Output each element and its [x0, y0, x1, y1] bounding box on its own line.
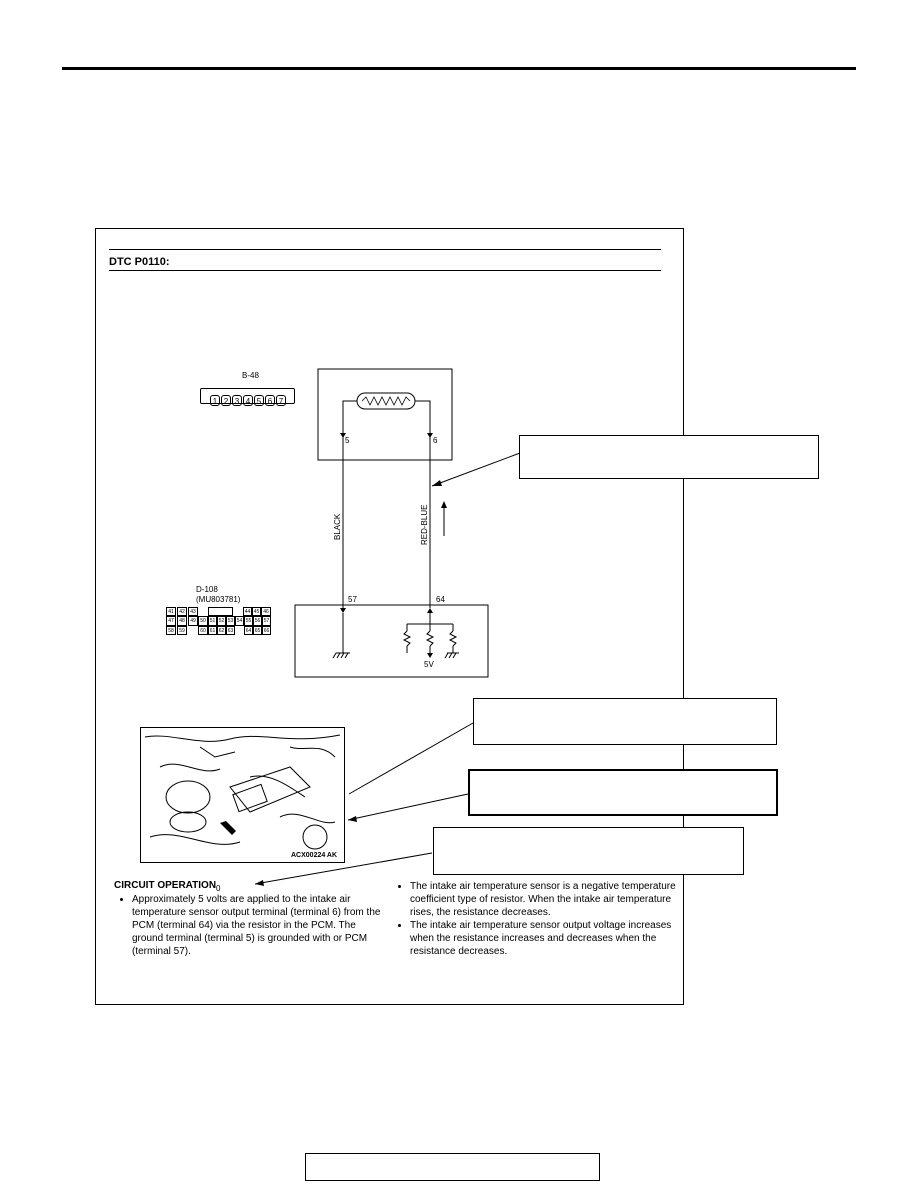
pin: 60 — [198, 626, 208, 635]
pin: 49 — [188, 616, 198, 626]
pin: 52 — [217, 616, 226, 626]
pin: 59 — [177, 626, 187, 635]
terminal-6-label: 6 — [433, 436, 438, 445]
pin: 41 — [166, 607, 176, 616]
callout-box — [519, 435, 819, 479]
title-rule-bottom — [109, 270, 661, 271]
sensor-box — [317, 368, 453, 461]
callout-box — [433, 827, 744, 875]
connector-d108: 41 42 43 44 45 46 47 48 49 50 51 52 53 5… — [164, 606, 273, 636]
pin: 42 — [177, 607, 187, 616]
pin: 58 — [166, 626, 176, 635]
footer-box — [305, 1153, 600, 1181]
header-rule — [62, 67, 856, 70]
pcm-box — [294, 604, 489, 678]
pin: 50 — [198, 616, 208, 626]
terminal-57-label: 57 — [348, 595, 357, 604]
pin: 64 — [244, 626, 253, 635]
pin: 6 — [265, 395, 275, 406]
pin: 48 — [177, 616, 187, 626]
pin: 45 — [252, 607, 261, 616]
right-bullets: The intake air temperature sensor is a n… — [392, 880, 680, 958]
wiring-diagram — [254, 368, 521, 886]
pin: 62 — [217, 626, 226, 635]
pin: 65 — [253, 626, 262, 635]
bullet-item: The intake air temperature sensor output… — [410, 919, 680, 958]
title-rule-top — [109, 249, 661, 250]
engine-photo — [140, 727, 345, 863]
pin: 63 — [226, 626, 235, 635]
pin: 56 — [253, 616, 262, 626]
circuit-operation-sub: 0 — [216, 884, 221, 893]
pin: 4 — [243, 395, 253, 406]
wire-red-blue-label: RED-BLUE — [420, 504, 429, 545]
pin: 5 — [254, 395, 264, 406]
bullet-item: The intake air temperature sensor is a n… — [410, 880, 680, 919]
pin — [208, 607, 233, 616]
wire-black-label: BLACK — [333, 513, 342, 540]
circuit-operation-title: CIRCUIT OPERATION0 — [114, 880, 221, 893]
pin: 7 — [276, 395, 286, 406]
pin: 46 — [261, 607, 271, 616]
dtc-title: DTC P0110: — [109, 256, 170, 268]
left-bullets: Approximately 5 volts are applied to the… — [114, 893, 386, 958]
thermistor-symbol — [356, 392, 416, 410]
callout-box — [468, 769, 778, 816]
pin: 55 — [244, 616, 253, 626]
pin: 43 — [188, 607, 198, 616]
terminal-64-label: 64 — [436, 595, 445, 604]
photo-code: ACX00224 AK — [291, 852, 338, 859]
voltage-label: 5V — [424, 660, 434, 669]
pin: 3 — [232, 395, 242, 406]
diagram-frame — [95, 228, 684, 1005]
pin: 51 — [208, 616, 217, 626]
terminal-5-label: 5 — [345, 436, 350, 445]
pin: 57 — [262, 616, 271, 626]
pin: 66 — [262, 626, 271, 635]
bullet-item: Approximately 5 volts are applied to the… — [132, 893, 386, 958]
connector-b48-label: B-48 — [242, 371, 259, 380]
pin: 54 — [235, 616, 244, 626]
pin: 2 — [221, 395, 231, 406]
circuit-operation-title-text: CIRCUIT OPERATION — [114, 880, 217, 891]
pin: 53 — [226, 616, 235, 626]
pin: 1 — [210, 395, 220, 406]
pin: 44 — [243, 607, 252, 616]
connector-d108-part: (MU803781) — [196, 595, 241, 604]
callout-box — [473, 698, 777, 745]
pin: 47 — [166, 616, 176, 626]
connector-d108-label: D-108 — [196, 585, 218, 594]
pin: 61 — [208, 626, 217, 635]
